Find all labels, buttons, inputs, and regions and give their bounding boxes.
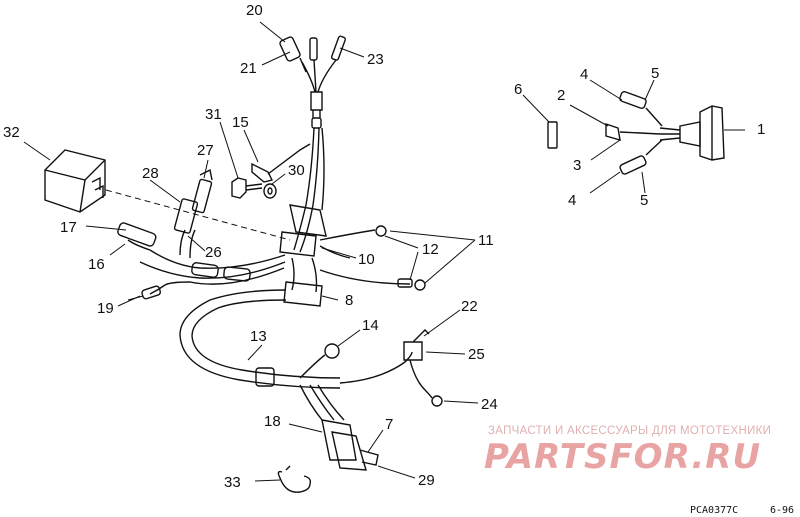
callout-8: 8: [345, 292, 353, 309]
drawing-code: PCA0377C: [690, 505, 738, 516]
spring-clip: [277, 465, 312, 493]
watermark: ЗАПЧАСТИ И АКСЕССУАРЫ ДЛЯ МОТОТЕХНИКИ PA…: [484, 425, 771, 477]
dashed-guide-line: [105, 189, 291, 241]
main-harness: [117, 127, 443, 471]
callout-20: 20: [246, 2, 263, 19]
callout-13: 13: [250, 328, 267, 345]
callout-23: 23: [367, 51, 384, 68]
relay-part: [44, 149, 106, 213]
hardware-parts: [231, 143, 311, 199]
watermark-brand: PARTSFOR.RU: [484, 437, 761, 477]
right-connector-group: [547, 91, 725, 175]
callout-12: 12: [422, 241, 439, 258]
callout-31: 31: [205, 106, 222, 123]
callout-25: 25: [468, 346, 485, 363]
callout-7: 7: [385, 416, 393, 433]
callout-6: 6: [514, 81, 522, 98]
callout-24: 24: [481, 396, 498, 413]
callout-27: 27: [197, 142, 214, 159]
callout-32: 32: [3, 124, 20, 141]
callout-15: 15: [232, 114, 249, 131]
callout-26: 26: [205, 244, 222, 261]
callout-22: 22: [461, 298, 478, 315]
callout-4-upper: 4: [580, 66, 588, 83]
callout-17: 17: [60, 219, 77, 236]
watermark-tagline: ЗАПЧАСТИ И АКСЕССУАРЫ ДЛЯ МОТОТЕХНИКИ: [488, 425, 771, 437]
callout-5-upper: 5: [651, 65, 659, 82]
callout-labels: 1 2 3 4 4 5 5 6 7 8 10 11 12 13 14 15 16…: [3, 2, 765, 491]
callout-14: 14: [362, 317, 379, 334]
callout-2: 2: [557, 87, 565, 104]
callout-16: 16: [88, 256, 105, 273]
callout-1: 1: [757, 121, 765, 138]
top-connectors: [279, 35, 346, 129]
callout-29: 29: [418, 472, 435, 489]
date-code: 6-96: [770, 505, 794, 516]
callout-11: 11: [478, 232, 494, 249]
callout-21: 21: [240, 60, 257, 77]
callout-5-lower: 5: [640, 192, 648, 209]
callout-30: 30: [288, 162, 305, 179]
callout-33: 33: [224, 474, 241, 491]
callout-10: 10: [358, 251, 375, 268]
callout-3: 3: [573, 157, 581, 174]
callout-18: 18: [264, 413, 281, 430]
leader-lines: [23, 21, 745, 482]
callout-28: 28: [142, 165, 159, 182]
callout-19: 19: [97, 300, 114, 317]
callout-4-lower: 4: [568, 192, 576, 209]
